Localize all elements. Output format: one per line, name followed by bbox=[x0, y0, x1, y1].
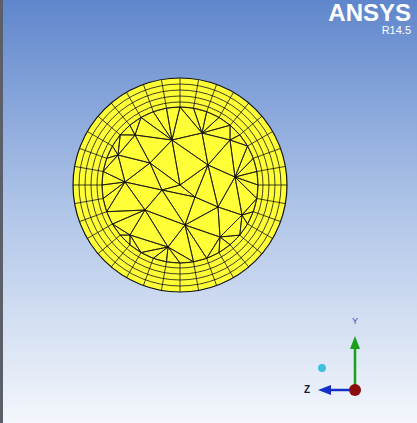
mesh-edge bbox=[98, 116, 120, 135]
z-arrowhead bbox=[318, 385, 331, 395]
mesh-edge bbox=[230, 103, 249, 125]
mesh-triangle bbox=[135, 117, 172, 140]
mesh-triangle bbox=[180, 165, 208, 197]
mesh-triangle bbox=[103, 155, 125, 182]
mesh-edge bbox=[127, 92, 142, 117]
mesh-edge bbox=[161, 262, 166, 291]
mesh-triangle bbox=[202, 117, 230, 133]
mesh-edge bbox=[127, 253, 142, 278]
mesh-triangle bbox=[207, 237, 220, 258]
mesh-edge bbox=[207, 258, 217, 285]
mesh-edge bbox=[248, 132, 273, 147]
mesh-triangle bbox=[107, 210, 145, 224]
axis-triad bbox=[318, 336, 361, 396]
mesh-edge bbox=[87, 132, 112, 147]
mesh-ring bbox=[91, 96, 269, 274]
version-label: R14.5 bbox=[382, 25, 411, 36]
mesh-triangle bbox=[130, 235, 168, 253]
mesh-triangle bbox=[153, 247, 168, 262]
mesh-triangle bbox=[185, 225, 220, 258]
mesh-edge bbox=[194, 80, 199, 109]
mesh-triangle bbox=[130, 235, 141, 253]
mesh-triangle bbox=[102, 171, 125, 185]
mesh-triangle bbox=[235, 177, 257, 215]
mesh-ring bbox=[102, 107, 258, 263]
mesh-edge bbox=[161, 80, 166, 109]
mesh-disc bbox=[73, 78, 287, 292]
mesh-triangle bbox=[218, 207, 242, 237]
mesh-triangle bbox=[103, 182, 125, 212]
mesh-edge bbox=[194, 262, 199, 291]
mesh-edge bbox=[219, 92, 234, 117]
mesh-edge bbox=[79, 148, 106, 158]
mesh-triangle bbox=[130, 210, 168, 247]
mesh-ring bbox=[97, 102, 263, 268]
mesh-face bbox=[73, 78, 287, 292]
y-axis bbox=[354, 348, 357, 390]
mesh-edge bbox=[87, 224, 112, 239]
mesh-triangle bbox=[230, 140, 248, 177]
mesh-triangle bbox=[141, 247, 168, 258]
mesh-triangle bbox=[220, 215, 242, 237]
mesh-edge bbox=[79, 212, 106, 222]
mesh-edge bbox=[253, 212, 280, 222]
mesh-edge bbox=[75, 166, 104, 171]
mesh-triangle bbox=[202, 125, 230, 140]
mesh-triangle bbox=[112, 210, 145, 235]
mesh-triangle bbox=[120, 235, 130, 245]
mesh-triangle bbox=[168, 225, 194, 262]
mesh-triangle bbox=[118, 135, 135, 155]
brand-logo: ANSYS bbox=[328, 1, 411, 25]
mesh-triangle bbox=[202, 133, 230, 165]
y-arrowhead bbox=[350, 336, 360, 349]
mesh-edge bbox=[207, 84, 217, 111]
mesh-edge bbox=[111, 103, 130, 125]
mesh-triangle bbox=[118, 135, 150, 163]
mesh-triangle bbox=[202, 112, 219, 133]
mesh-triangle bbox=[120, 125, 135, 135]
mesh-edge bbox=[180, 263, 181, 292]
mesh-ring bbox=[79, 84, 281, 286]
mesh-edge bbox=[219, 253, 234, 278]
mesh-triangle bbox=[162, 190, 195, 225]
mesh-triangle bbox=[185, 197, 218, 225]
viewport-border bbox=[0, 0, 3, 423]
mesh-edge bbox=[73, 185, 102, 186]
mesh-triangle bbox=[180, 107, 202, 133]
mesh-triangle bbox=[130, 117, 141, 135]
mesh-edge bbox=[258, 185, 287, 186]
mesh-edge bbox=[111, 245, 130, 267]
mesh-triangle bbox=[168, 247, 194, 263]
mesh-triangle bbox=[112, 224, 130, 235]
mesh-edge bbox=[248, 224, 273, 239]
axis-label: Z bbox=[304, 385, 310, 395]
mesh-edge bbox=[230, 245, 249, 267]
mesh-triangle bbox=[172, 107, 202, 140]
view-dot bbox=[318, 364, 326, 372]
mesh-triangle bbox=[195, 165, 218, 207]
mesh-edge bbox=[143, 84, 153, 111]
axis-label: Y bbox=[352, 317, 358, 326]
mesh-triangle bbox=[220, 235, 240, 245]
mesh-edge bbox=[75, 199, 104, 204]
mesh-edge bbox=[257, 199, 286, 204]
x-axis-dot bbox=[349, 384, 361, 396]
mesh-triangle bbox=[230, 135, 248, 146]
mesh-edge bbox=[257, 166, 286, 171]
mesh-triangle bbox=[103, 155, 118, 171]
mesh-edge bbox=[143, 258, 153, 285]
mesh-edge bbox=[240, 116, 262, 135]
mesh-triangle bbox=[242, 199, 257, 215]
mesh-edge bbox=[240, 235, 262, 254]
mesh-edge bbox=[180, 78, 181, 107]
mesh-ring bbox=[85, 90, 275, 280]
mesh-edge bbox=[253, 148, 280, 158]
mesh-edge bbox=[98, 235, 120, 254]
mesh-triangle bbox=[185, 225, 207, 262]
mesh-triangle bbox=[107, 182, 145, 212]
mesh-triangle bbox=[219, 237, 230, 253]
